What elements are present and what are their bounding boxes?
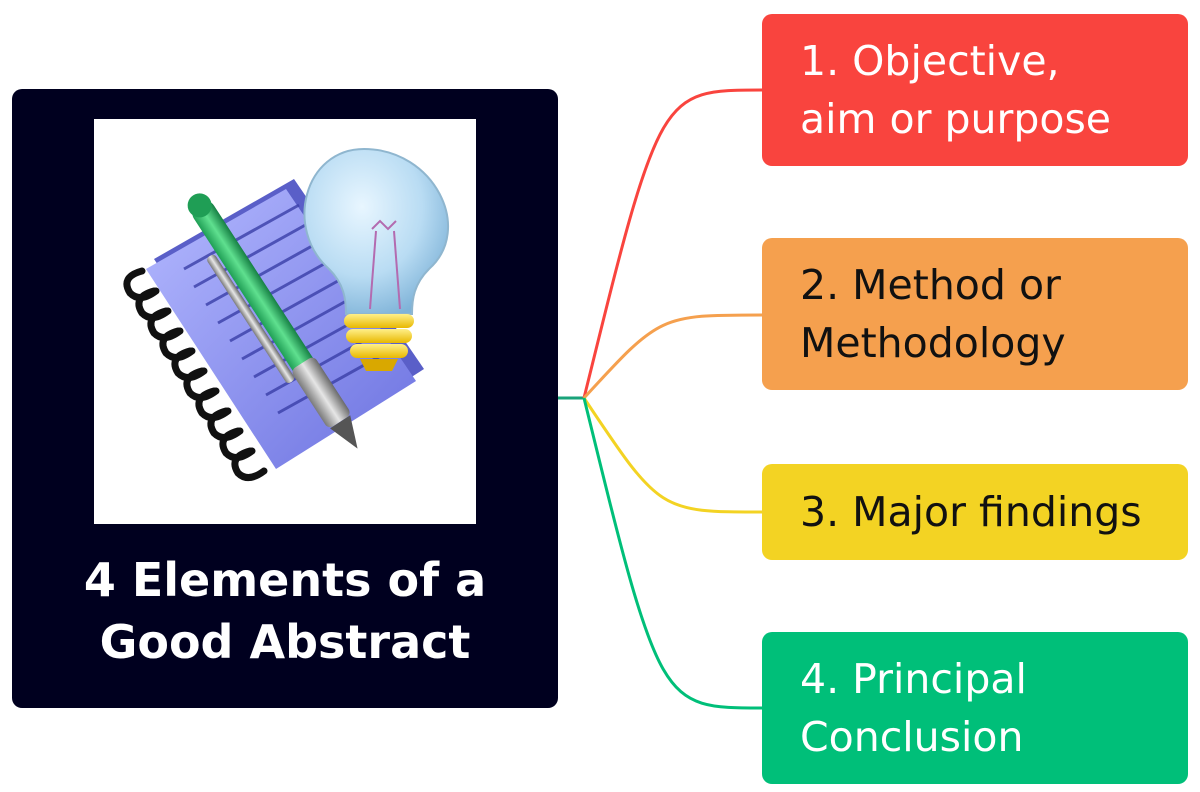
connector-branch-1 <box>582 88 763 399</box>
branch-label: 2. Method or Methodology <box>800 261 1066 367</box>
connector-branch-4 <box>582 397 763 710</box>
branch-label: 3. Major findings <box>800 488 1142 536</box>
connector-branch-3 <box>582 397 763 514</box>
branch-label: 4. Principal Conclusion <box>800 655 1027 761</box>
connector-branch-2 <box>582 313 763 400</box>
branch-objective[interactable]: 1. Objective, aim or purpose <box>762 14 1188 166</box>
notebook-pen-lightbulb-icon <box>94 119 476 524</box>
branch-conclusion[interactable]: 4. Principal Conclusion <box>762 632 1188 784</box>
branch-label: 1. Objective, aim or purpose <box>800 37 1112 143</box>
branch-findings[interactable]: 3. Major findings <box>762 464 1188 560</box>
branch-method[interactable]: 2. Method or Methodology <box>762 238 1188 390</box>
root-node[interactable]: 4 Elements of a Good Abstract <box>12 89 558 708</box>
root-title: 4 Elements of a Good Abstract <box>83 553 487 669</box>
